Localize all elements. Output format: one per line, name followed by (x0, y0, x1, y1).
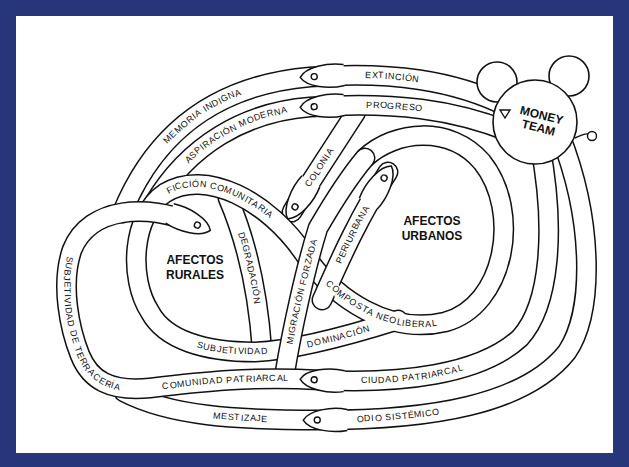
label-letter: Ó (192, 179, 199, 190)
paper (16, 16, 613, 453)
band-outline (228, 198, 262, 350)
label-letter: N (387, 71, 394, 82)
label-letter: U (371, 375, 378, 386)
band-label: COMPOSTA NEOLIBERAL (323, 277, 442, 331)
band-label: MEMORIA INDIGNA (161, 86, 245, 147)
snake-head (303, 408, 347, 431)
band-label: FICCIÓN COMUNITARIA (163, 177, 276, 221)
label-letter: L (431, 318, 437, 330)
label-letter: R (245, 374, 252, 385)
label-letter: T (239, 374, 245, 385)
mickey-nose (588, 132, 597, 141)
snake-heads (165, 63, 401, 431)
label-letter: B (404, 318, 411, 330)
label-letter: C (360, 375, 367, 386)
snake-head (300, 93, 345, 118)
label-letter: I (367, 375, 370, 386)
band-label: EXTINCIÓN (361, 68, 422, 86)
head-outline (359, 160, 402, 210)
label-letter: E (401, 101, 408, 113)
head-outline (300, 368, 345, 393)
region-text: AFECTOS RURALES (166, 253, 224, 283)
band-label: SUBJETIVIDAD DE TERRACERÍA (60, 252, 125, 394)
band-label: CIUDAD PATRIARCAL (357, 362, 467, 388)
band-label: COMUNIDAD PATRIARCAL (159, 372, 293, 393)
snake-band (67, 145, 549, 389)
label-letter: D (391, 374, 398, 385)
label-letter: T (61, 288, 72, 294)
label-letter: T (378, 70, 384, 81)
snake-band (228, 198, 262, 350)
snake-head (165, 203, 214, 241)
label-letter: T (401, 411, 408, 422)
snake-head (359, 160, 402, 210)
label-letter: A (277, 373, 283, 384)
band-label: COLONIA (302, 145, 337, 191)
band-label: DOMINACIÓN (304, 323, 374, 351)
snake-eye (311, 377, 317, 383)
label-letter: Z (243, 413, 249, 424)
label-letter: O (432, 406, 441, 418)
label-letter: I (252, 373, 255, 384)
label-letter: R (262, 373, 269, 384)
snake-eye (380, 174, 388, 182)
head-outline (300, 63, 345, 89)
mickey-head: MONEY TEAM (493, 80, 577, 164)
label-letter: R (372, 100, 379, 111)
label-letter: D (378, 375, 385, 386)
label-letter: E (261, 414, 267, 425)
label-letter: A (385, 374, 392, 385)
snake-eye (311, 73, 317, 79)
band-label: ODIO SISTÉMICO (353, 405, 443, 426)
label-letter: A (113, 381, 121, 393)
band-label: DEGRADACIÓN (235, 228, 264, 307)
label-letter: T (234, 412, 240, 423)
band-label: PERIURBANA (333, 202, 373, 268)
label-letter: O (414, 103, 422, 115)
band-label: MESTIZAJE (210, 409, 272, 426)
label-letter: S (385, 412, 392, 423)
label-letter: N (412, 73, 420, 85)
region-label: AFECTOS RURALES (166, 253, 224, 283)
snake-eye (193, 221, 201, 229)
snake-bands (67, 75, 587, 420)
label-letter: O (357, 414, 364, 425)
label-letter: I (371, 413, 374, 424)
snake-eye (291, 203, 299, 211)
head-outline (303, 408, 347, 431)
label-letter: P (366, 100, 372, 111)
label-letter: J (61, 276, 72, 281)
label-letter: E (365, 70, 371, 81)
label-letter: D (261, 346, 268, 358)
label-letter: S (394, 411, 401, 422)
snake-head (300, 63, 345, 89)
band-outline (67, 145, 549, 389)
band-label: PROGRESO (362, 98, 426, 115)
band-label: ASPIRACIÓN MODERNA (182, 104, 291, 167)
triangle-mark (500, 110, 510, 118)
label-letter: E (61, 281, 72, 287)
label-letter: L (283, 373, 288, 384)
head-outline (300, 93, 345, 118)
snake-eye (311, 104, 317, 110)
mickey-face (493, 80, 577, 164)
region-text: AFECTOS URBANOS (402, 214, 463, 244)
label-letter: N (250, 296, 262, 304)
label-letter: C (269, 373, 276, 384)
region-label: AFECTOS URBANOS (402, 214, 463, 244)
label-letter: M (285, 336, 297, 345)
label-letter: G (387, 100, 395, 111)
mickey-nose-line (575, 134, 588, 138)
head-outline (165, 203, 214, 241)
label-letter: C (162, 380, 170, 392)
band-label: MIGRACIÓN FORZADA (284, 236, 321, 348)
band-label: SUBJETIVIDAD (193, 339, 271, 359)
label-letter: P (226, 374, 233, 385)
snake-head (300, 368, 345, 393)
snake-eye (314, 417, 320, 423)
